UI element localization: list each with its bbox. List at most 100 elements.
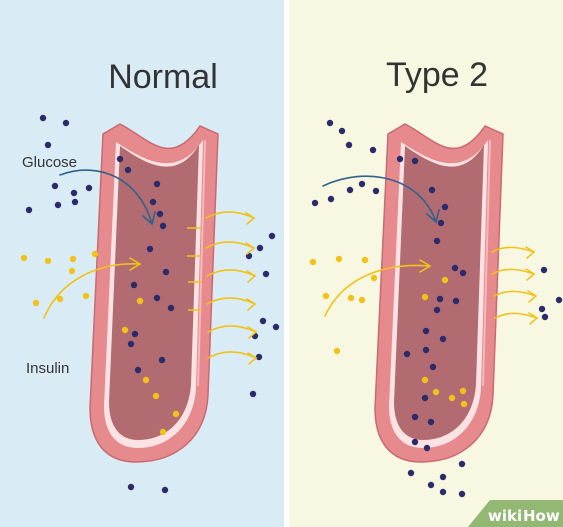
glucose-molecule xyxy=(541,267,547,273)
insulin-molecule xyxy=(449,395,455,401)
insulin-molecule xyxy=(359,297,365,303)
insulin-molecule xyxy=(92,251,98,257)
glucose-molecule xyxy=(328,196,334,202)
insulin-label: Insulin xyxy=(26,360,69,377)
glucose-molecule xyxy=(460,270,466,276)
insulin-molecule xyxy=(433,389,439,395)
glucose-molecule xyxy=(423,328,429,334)
glucose-molecule xyxy=(273,324,279,330)
glucose-molecule xyxy=(131,282,137,288)
glucose-molecule xyxy=(86,185,92,191)
glucose-molecule xyxy=(438,220,444,226)
normal-panel-title: Normal xyxy=(108,58,218,96)
glucose-molecule xyxy=(412,158,418,164)
glucose-molecule xyxy=(459,491,465,497)
glucose-molecule xyxy=(256,354,262,360)
glucose-molecule xyxy=(359,181,365,187)
insulin-molecule xyxy=(45,258,51,264)
insulin-molecule xyxy=(461,401,467,407)
insulin-molecule xyxy=(160,429,166,435)
glucose-molecule xyxy=(422,395,428,401)
glucose-molecule xyxy=(346,142,352,148)
glucose-molecule xyxy=(434,238,440,244)
glucose-molecule xyxy=(52,183,58,189)
glucose-molecule xyxy=(150,199,156,205)
glucose-molecule xyxy=(428,482,434,488)
glucose-molecule xyxy=(45,142,51,148)
glucose-molecule xyxy=(408,470,414,476)
insulin-molecule xyxy=(334,348,340,354)
glucose-molecule xyxy=(428,419,434,425)
glucose-molecule xyxy=(459,461,465,467)
glucose-molecule xyxy=(539,306,545,312)
insulin-molecule xyxy=(137,298,143,304)
insulin-molecule xyxy=(310,259,316,265)
glucose-molecule xyxy=(63,120,69,126)
insulin-molecule xyxy=(143,377,149,383)
insulin-molecule xyxy=(122,327,128,333)
glucose-molecule xyxy=(257,245,263,251)
watermark-wiki-text: wiki xyxy=(488,507,522,525)
glucose-molecule xyxy=(159,357,165,363)
glucose-molecule xyxy=(452,265,458,271)
insulin-molecule xyxy=(422,294,428,300)
insulin-molecule xyxy=(83,293,89,299)
glucose-molecule xyxy=(429,187,435,193)
glucose-molecule xyxy=(71,190,77,196)
glucose-molecule xyxy=(312,200,318,206)
glucose-molecule xyxy=(40,115,46,121)
glucose-molecule xyxy=(339,128,345,134)
glucose-molecule xyxy=(423,347,429,353)
insulin-molecule xyxy=(348,295,354,301)
glucose-molecule xyxy=(250,391,256,397)
glucose-molecule xyxy=(132,331,138,337)
glucose-molecule xyxy=(160,223,166,229)
glucose-molecule xyxy=(347,187,353,193)
insulin-molecule xyxy=(460,388,466,394)
glucose-molecule xyxy=(440,474,446,480)
insulin-molecule xyxy=(371,275,377,281)
insulin-molecule xyxy=(21,255,27,261)
insulin-molecule xyxy=(422,377,428,383)
glucose-molecule xyxy=(327,120,333,126)
glucose-label: Glucose xyxy=(22,154,77,171)
glucose-molecule xyxy=(128,341,134,347)
glucose-molecule xyxy=(370,147,376,153)
glucose-molecule xyxy=(442,204,448,210)
glucose-molecule xyxy=(263,271,269,277)
glucose-molecule xyxy=(154,181,160,187)
glucose-molecule xyxy=(404,351,410,357)
insulin-molecule xyxy=(69,268,75,274)
glucose-molecule xyxy=(430,364,436,370)
insulin-molecule xyxy=(442,277,448,283)
type2-blood-vessel xyxy=(375,124,503,462)
glucose-molecule xyxy=(437,296,443,302)
glucose-molecule xyxy=(163,269,169,275)
glucose-molecule xyxy=(125,167,131,173)
glucose-molecule xyxy=(397,156,403,162)
glucose-molecule xyxy=(412,439,418,445)
glucose-molecule xyxy=(440,489,446,495)
glucose-molecule xyxy=(168,305,174,311)
glucose-molecule xyxy=(260,318,266,324)
glucose-molecule xyxy=(434,307,440,313)
glucose-molecule xyxy=(128,484,134,490)
insulin-molecule xyxy=(33,300,39,306)
glucose-molecule xyxy=(72,199,78,205)
insulin-molecule xyxy=(362,257,368,263)
insulin-molecule xyxy=(57,296,63,302)
watermark-how-text: How xyxy=(523,507,560,525)
glucose-molecule xyxy=(453,298,459,304)
glucose-molecule xyxy=(269,233,275,239)
insulin-molecule xyxy=(70,256,76,262)
glucose-molecule xyxy=(147,246,153,252)
glucose-molecule xyxy=(542,314,548,320)
glucose-molecule xyxy=(162,487,168,493)
type2-panel-title: Type 2 xyxy=(386,56,488,94)
insulin-molecule xyxy=(153,393,159,399)
insulin-molecule xyxy=(323,293,329,299)
glucose-molecule xyxy=(556,297,562,303)
glucose-molecule xyxy=(26,207,32,213)
glucose-molecule xyxy=(412,414,418,420)
